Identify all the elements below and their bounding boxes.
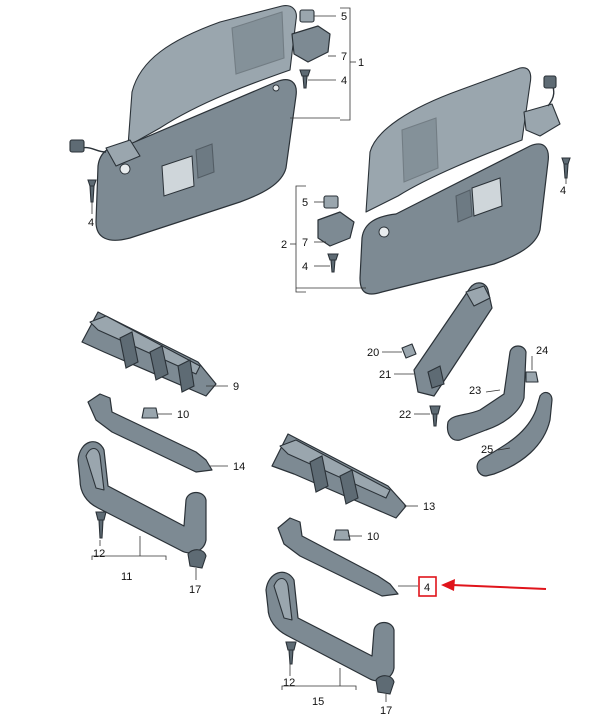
label-1: 1 — [358, 57, 364, 69]
label-5: 5 — [341, 11, 347, 23]
grab-handle-right-assembly — [265, 433, 407, 695]
label-15: 15 — [312, 696, 324, 708]
highlight-callout: 4 — [418, 576, 547, 597]
sun-visor-right — [317, 67, 571, 295]
label-20: 20 — [367, 347, 379, 359]
grab-handle-left-assembly — [77, 311, 217, 569]
label-4: 4 — [88, 217, 94, 229]
grab-handle-center-assembly — [401, 282, 553, 477]
part-labels: 5 7 4 1 4 4 5 7 4 2 9 10 14 12 11 17 20 … — [88, 11, 566, 717]
label-4-highlighted: 4 — [424, 582, 430, 594]
label-10: 10 — [367, 531, 379, 543]
red-arrow — [451, 584, 547, 590]
label-2: 2 — [281, 239, 287, 251]
highlight-box — [418, 576, 437, 597]
label-13: 13 — [423, 501, 435, 513]
label-11: 11 — [121, 571, 132, 583]
label-4: 4 — [341, 75, 347, 87]
leader-lines — [91, 7, 567, 702]
label-9: 9 — [233, 381, 239, 393]
label-21: 21 — [379, 369, 391, 381]
label-23: 23 — [469, 385, 481, 397]
label-4: 4 — [302, 261, 308, 273]
red-arrow-head — [441, 579, 455, 591]
label-5: 5 — [302, 197, 308, 209]
label-17: 17 — [189, 584, 201, 596]
label-4: 4 — [560, 185, 566, 197]
label-25: 25 — [481, 444, 493, 456]
label-10: 10 — [177, 409, 189, 421]
label-14: 14 — [233, 461, 245, 473]
label-17: 17 — [380, 705, 392, 717]
label-24: 24 — [536, 345, 548, 357]
label-22: 22 — [399, 409, 411, 421]
label-12: 12 — [93, 548, 105, 560]
label-12: 12 — [283, 677, 295, 689]
label-7: 7 — [341, 51, 347, 63]
label-7: 7 — [302, 237, 308, 249]
sun-visor-left — [69, 5, 331, 241]
